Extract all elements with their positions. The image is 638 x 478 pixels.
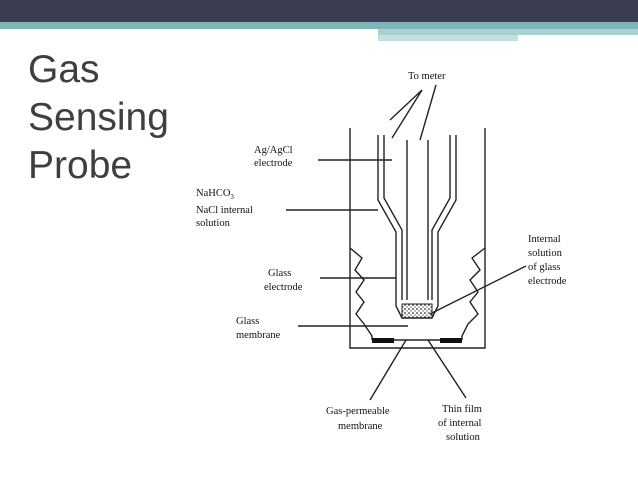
label-nahco3-line1: NaHCO3 — [196, 188, 234, 201]
label-internal-solution-line3: of glass — [528, 262, 560, 273]
label-glass-membrane-line1: Glass — [236, 316, 259, 327]
label-nahco3-subscript: 3 — [230, 193, 234, 201]
label-internal-solution-line1: Internal — [528, 234, 561, 245]
header-teal-band — [0, 22, 638, 29]
label-glass-electrode-line2: electrode — [264, 282, 303, 293]
label-thin-film-line2: of internal — [438, 418, 482, 429]
slide-title: Gas Sensing Probe — [28, 46, 198, 190]
glass-electrode-tube — [377, 135, 457, 319]
label-nahco3-formula: NaHCO — [196, 188, 231, 199]
left-seal — [349, 247, 373, 340]
title-line-3: Probe — [28, 144, 133, 187]
gas-permeable-membrane-right — [440, 338, 462, 343]
label-glass-electrode-line1: Glass — [268, 268, 291, 279]
slide-header-bar — [0, 0, 638, 41]
inner-wall-right — [431, 135, 451, 300]
ag-agcl-wire — [406, 140, 429, 300]
probe-drawing — [286, 84, 527, 401]
header-dark-band — [0, 0, 638, 22]
label-nahco3-line2: NaCl internal — [196, 205, 253, 216]
outer-tube — [349, 128, 486, 349]
inner-wall-left — [383, 135, 403, 300]
meter-wire-right — [419, 84, 437, 141]
label-gas-permeable-line2: membrane — [338, 421, 383, 432]
label-internal-solution-line4: electrode — [528, 276, 567, 287]
header-accent-band — [378, 29, 638, 35]
title-line-1: Gas — [28, 48, 100, 91]
label-ag-agcl-line1: Ag/AgCl — [254, 145, 293, 156]
label-to-meter: To meter — [408, 71, 446, 82]
title-line-2: Sensing — [28, 96, 169, 139]
leader-gas-permeable — [369, 339, 407, 401]
label-nahco3-line3: solution — [196, 218, 231, 229]
label-internal-solution-line2: solution — [528, 248, 563, 259]
label-glass-membrane-line2: membrane — [236, 330, 281, 341]
electrode-internal-solution-fill — [401, 303, 433, 319]
label-thin-film-line3: solution — [446, 432, 481, 443]
label-ag-agcl-line2: electrode — [254, 158, 293, 169]
label-gas-permeable-line1: Gas-permeable — [326, 406, 390, 417]
right-seal — [461, 247, 486, 340]
meter-wire-left — [389, 89, 423, 139]
leader-internal-solution — [429, 265, 527, 315]
label-thin-film-line1: Thin film — [442, 404, 482, 415]
leader-thin-film — [427, 339, 467, 399]
gas-permeable-membrane-left — [372, 338, 394, 343]
header-accent-band-short — [378, 35, 518, 41]
